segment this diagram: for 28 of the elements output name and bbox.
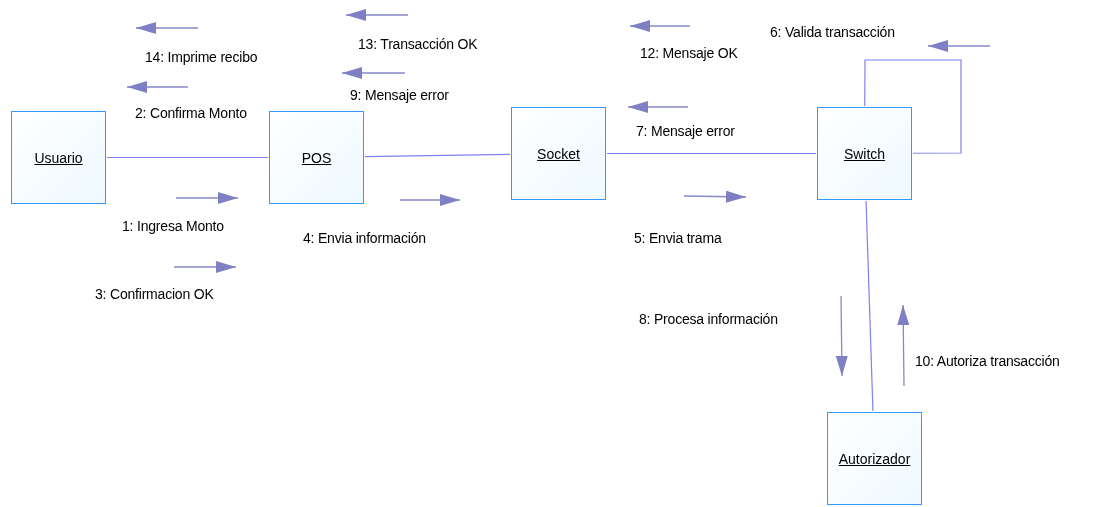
link-line — [864, 59, 962, 154]
link-line — [364, 153, 511, 158]
message-label: 10: Autoriza transacción — [915, 353, 1060, 369]
message-label: 6: Valida transacción — [770, 24, 895, 40]
object-box — [269, 111, 364, 204]
link-line — [606, 152, 817, 155]
message-label: 3: Confirmacion OK — [95, 286, 214, 302]
message-label: 5: Envia trama — [634, 230, 722, 246]
object-name: Autorizador — [838, 450, 911, 467]
message-label: 12: Mensaje OK — [640, 45, 738, 61]
message-label: 2: Confirma Monto — [135, 105, 247, 121]
object-box — [511, 107, 606, 200]
object-box — [817, 107, 912, 200]
message-label: 9: Mensaje error — [350, 87, 449, 103]
link-line — [106, 156, 269, 159]
object-name: Usuario — [34, 149, 83, 166]
object-box — [11, 111, 106, 204]
link-line — [865, 200, 874, 412]
message-label: 1: Ingresa Monto — [122, 218, 224, 234]
message-label: 4: Envia información — [303, 230, 426, 246]
message-label: 7: Mensaje error — [636, 123, 735, 139]
object-name: Socket — [537, 145, 580, 162]
object-name: Switch — [843, 145, 886, 162]
object-name: POS — [301, 149, 332, 166]
message-label: 14: Imprime recibo — [145, 49, 258, 65]
object-box — [827, 412, 922, 505]
message-label: 8: Procesa información — [639, 311, 778, 327]
message-label: 13: Transacción OK — [358, 36, 478, 52]
